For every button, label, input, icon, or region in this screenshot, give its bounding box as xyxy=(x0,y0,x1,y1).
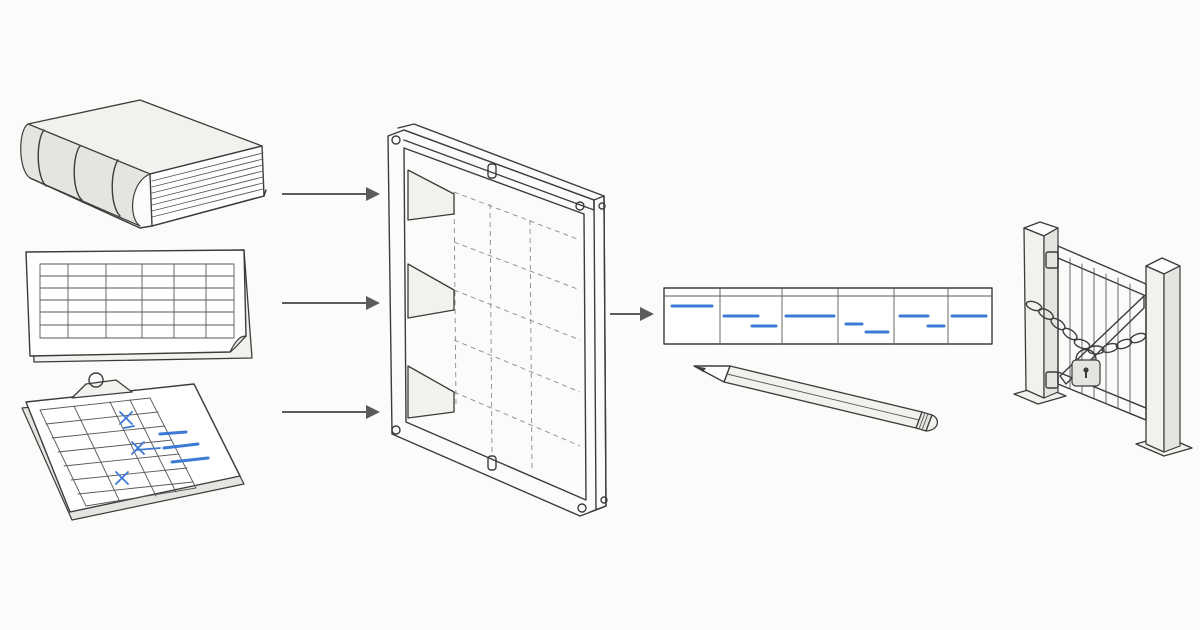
arrow-book-to-frame xyxy=(282,187,380,201)
arrow-clipboard-to-frame xyxy=(282,405,380,419)
transparent-frame-icon xyxy=(387,123,608,517)
arrow-frame-to-timeline xyxy=(610,307,654,321)
timeline-strip-icon xyxy=(663,287,993,345)
clipboard-checklist-icon xyxy=(21,372,245,521)
arrow-spreadsheet-to-frame xyxy=(282,296,380,310)
pencil-icon xyxy=(693,365,938,432)
book-icon xyxy=(20,99,267,229)
locked-gate-icon xyxy=(1013,221,1193,457)
spreadsheet-icon xyxy=(25,249,253,363)
